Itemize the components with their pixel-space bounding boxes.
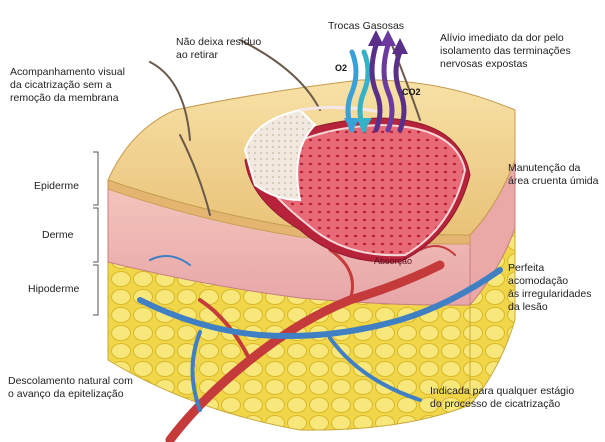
- label-hipoderme: Hipoderme: [28, 283, 79, 296]
- label-any-stage: Indicada para qualquer estágio do proces…: [430, 385, 574, 411]
- label-derme: Derme: [42, 229, 74, 242]
- label-o2: O2: [335, 62, 347, 75]
- label-epiderme: Epiderme: [34, 180, 79, 193]
- label-gas-exchange: Trocas Gasosas: [328, 20, 404, 33]
- label-conformity: Perfeita acomodação às irregularidades d…: [508, 262, 605, 314]
- layer-brackets: [93, 152, 98, 315]
- label-absorption: Absorção: [374, 256, 412, 267]
- label-no-residue: Não deixa resíduo ao retirar: [176, 36, 261, 62]
- label-co2: CO2: [402, 86, 421, 99]
- label-pain-relief: Alívio imediato da dor pelo isolamento d…: [440, 32, 571, 71]
- label-moist-area: Manutenção da área cruenta úmida: [508, 162, 598, 188]
- label-natural-detachment: Descolamento natural com o avanço da epi…: [8, 375, 133, 401]
- label-visual-monitoring: Acompanhamento visual da cicatrização se…: [10, 66, 125, 105]
